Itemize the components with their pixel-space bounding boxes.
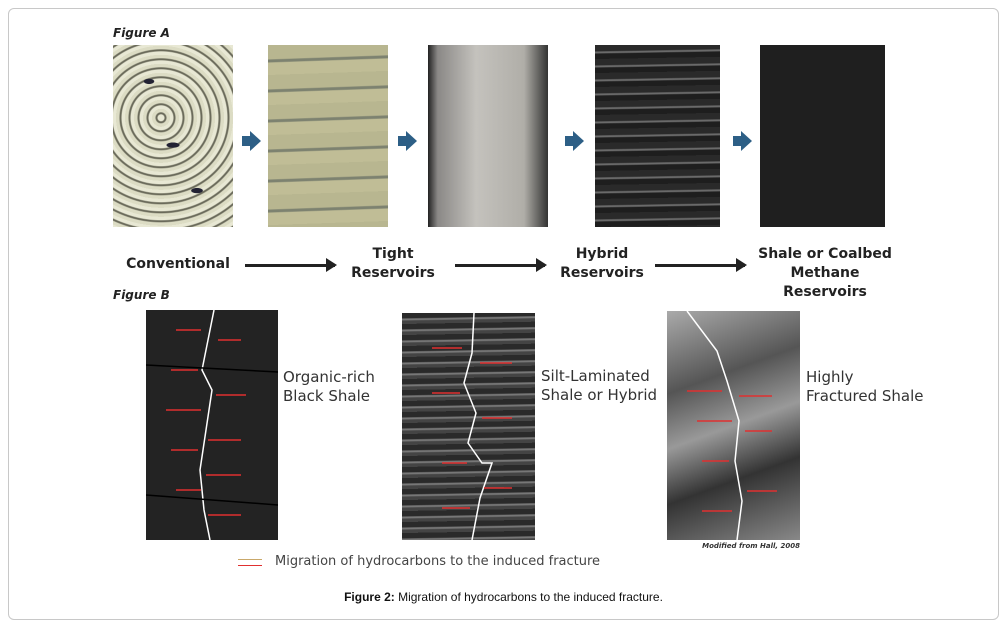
- arrow-right-icon: [455, 258, 547, 272]
- arrow-right-icon: [245, 258, 337, 272]
- tight-reservoir-core-photo: [268, 45, 388, 227]
- figure-caption: Figure 2: Migration of hydrocarbons to t…: [0, 590, 1007, 604]
- migration-legend-icon: [238, 559, 262, 566]
- stage-conventional: Conventional: [126, 256, 230, 272]
- panel-label-fractured-shale: Highly Fractured Shale: [806, 368, 924, 405]
- figure-b-label: Figure B: [113, 288, 170, 302]
- figure-frame: [8, 8, 999, 620]
- panel-label-silt-laminated: Silt-Laminated Shale or Hybrid: [541, 367, 658, 404]
- caption-text: Migration of hydrocarbons to the induced…: [394, 590, 663, 604]
- fracture-line: [432, 312, 512, 541]
- image-credit: Modified from Hall, 2008: [702, 542, 800, 550]
- fractured-shale-photo: [667, 310, 800, 541]
- caption-prefix: Figure 2:: [344, 590, 395, 604]
- silt-laminated-photo: [402, 312, 535, 541]
- black-shale-photo: [145, 309, 279, 541]
- fracture-line: [686, 310, 777, 541]
- shale-core-photo: [760, 45, 885, 227]
- fracture-line: [145, 309, 279, 541]
- figure-a-label: Figure A: [113, 26, 170, 40]
- hybrid-core-photo-2: [595, 45, 720, 227]
- stage-tight: Tight Reservoirs: [351, 246, 435, 281]
- stage-shale: Shale or Coalbed Methane Reservoirs: [758, 246, 892, 300]
- stage-hybrid: Hybrid Reservoirs: [560, 246, 644, 281]
- panel-label-black-shale: Organic-rich Black Shale: [283, 368, 375, 405]
- conventional-core-photo: [113, 45, 233, 227]
- hybrid-core-photo-1: [428, 45, 548, 227]
- arrow-right-icon: [655, 258, 747, 272]
- legend-text: Migration of hydrocarbons to the induced…: [275, 554, 601, 569]
